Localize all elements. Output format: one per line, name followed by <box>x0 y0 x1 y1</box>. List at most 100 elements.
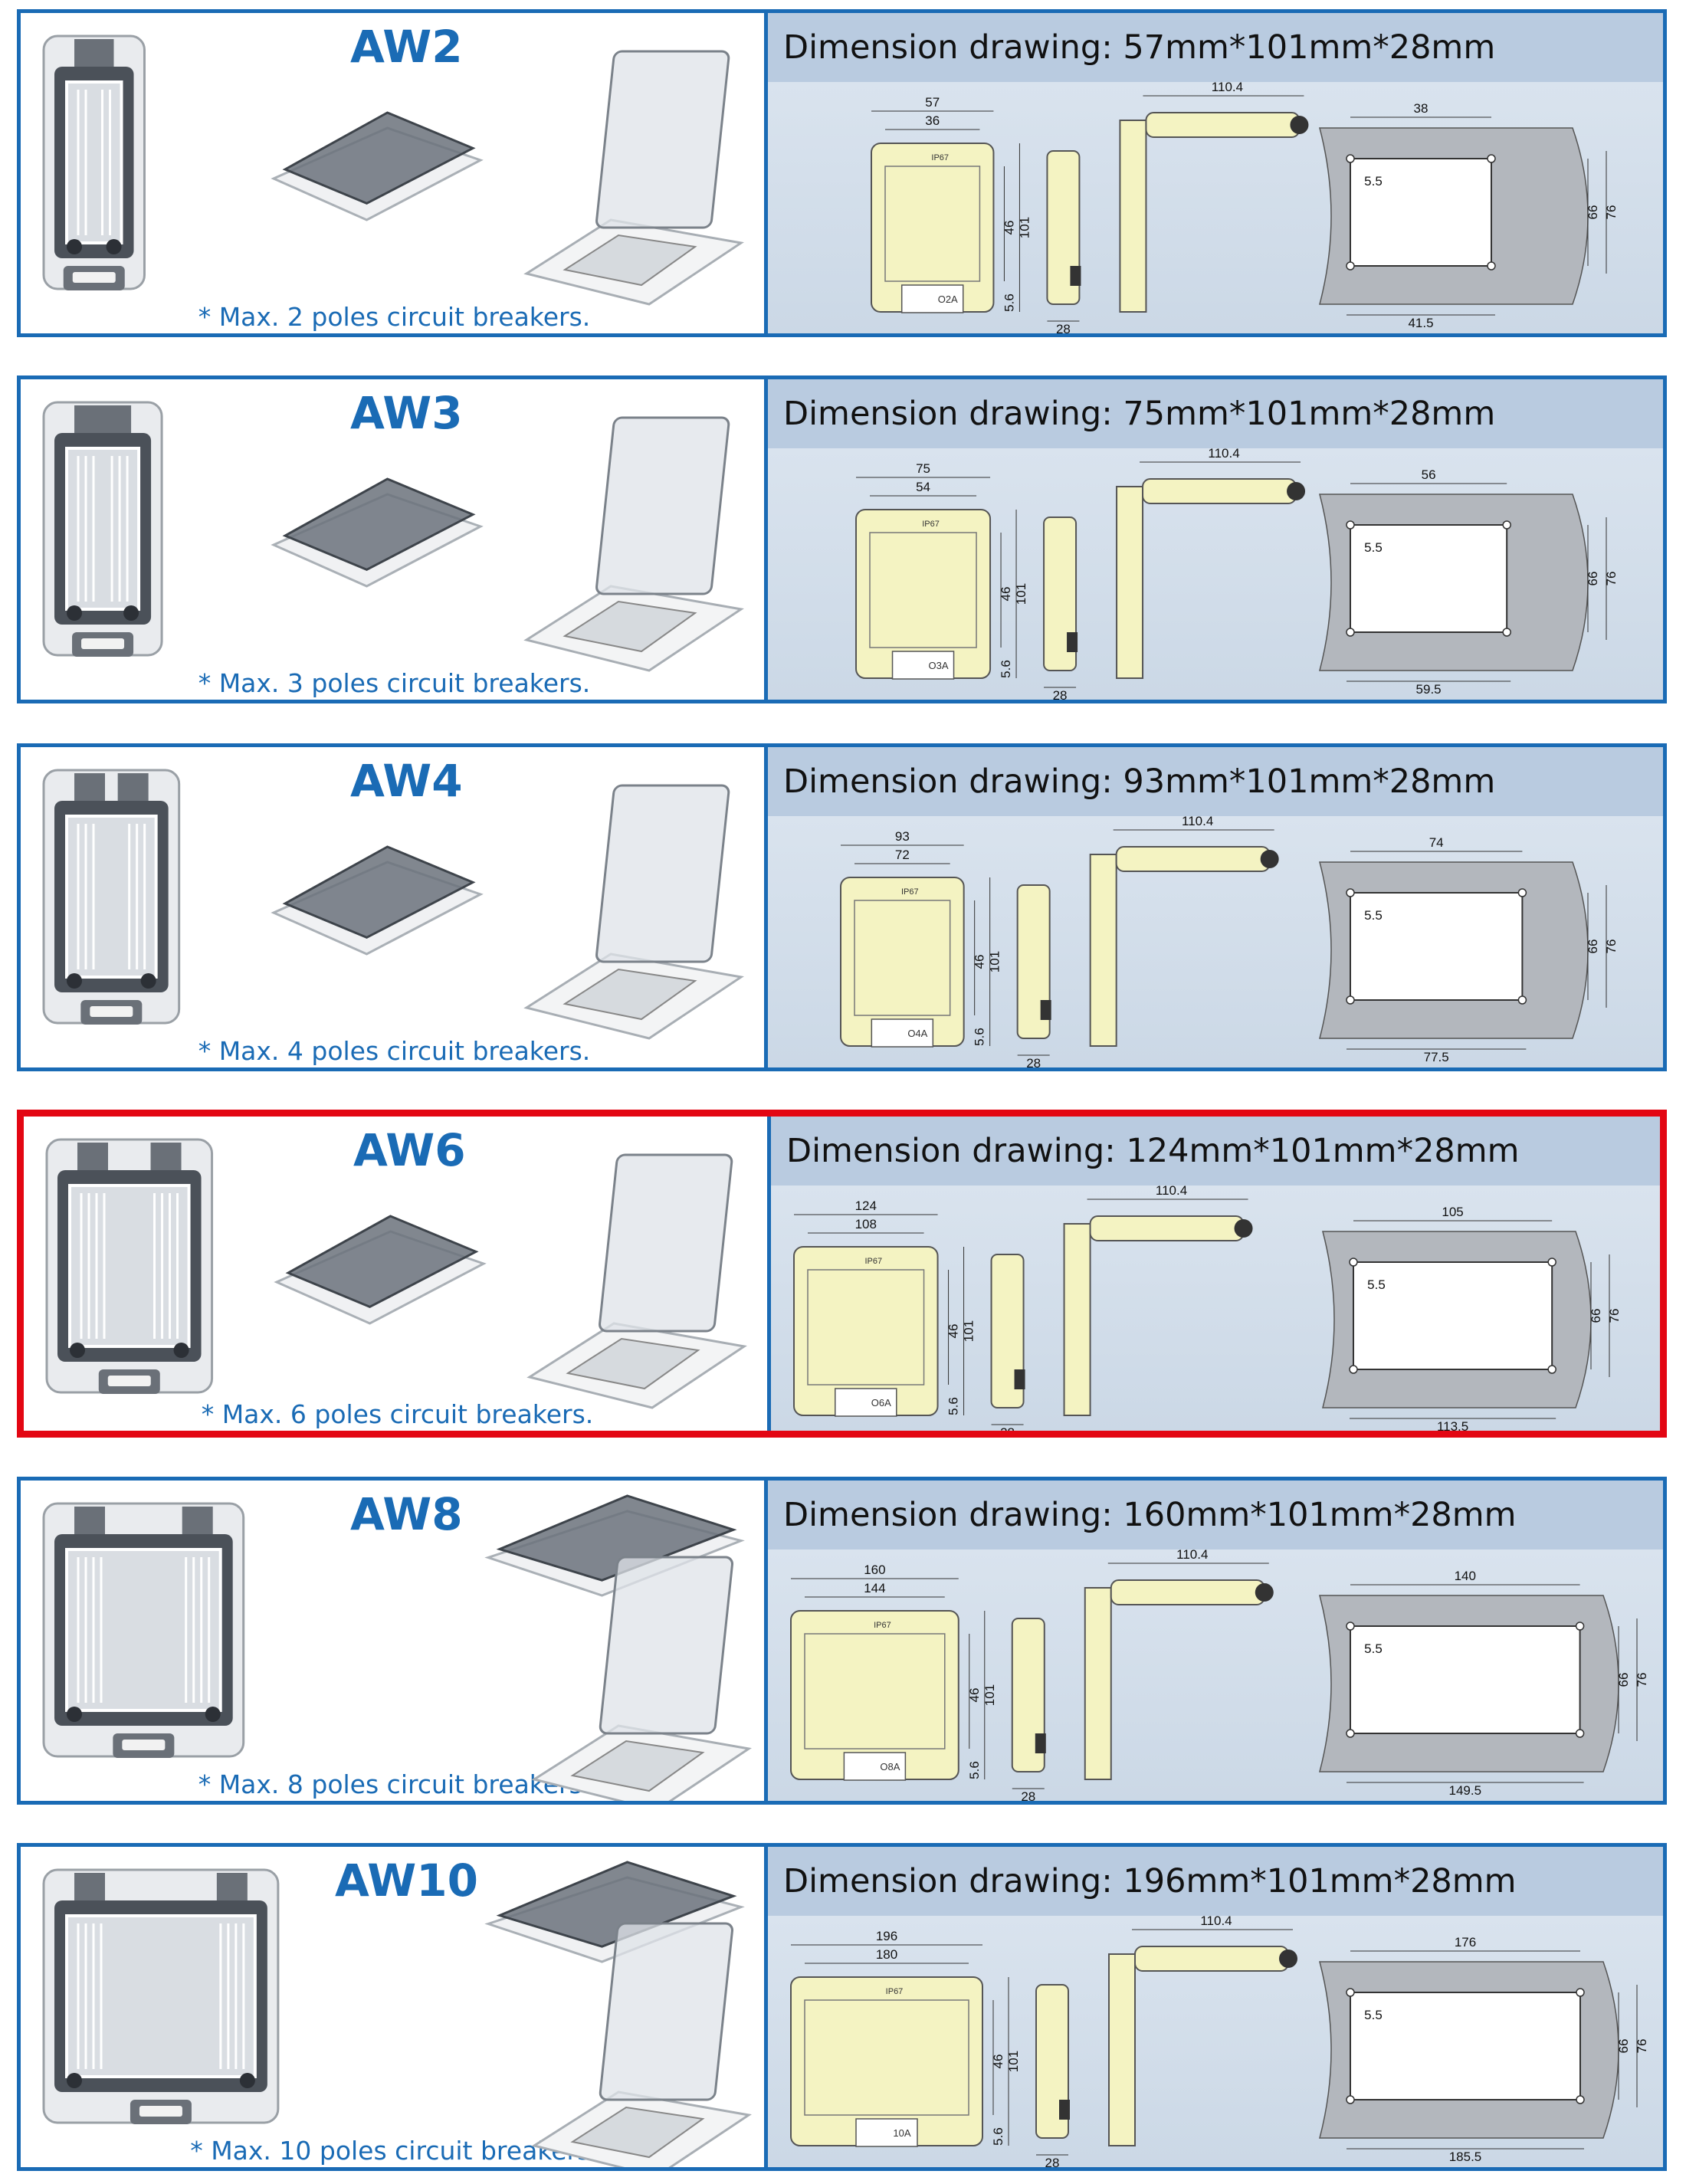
dim-width-outer: 196 <box>876 1929 897 1943</box>
open-lid-view <box>1063 1199 1253 1416</box>
ip-rating-label: IP67 <box>864 1257 882 1266</box>
dimension-header: Dimension drawing: 93mm*101mm*28mm <box>768 747 1663 816</box>
dim-hinge-length: 110.4 <box>1200 1916 1232 1928</box>
closed-enclosure-photo <box>484 1861 745 1963</box>
product-row-aw4: AW4 * Max. 4 poles circuit breakers. Dimen… <box>17 743 1667 1071</box>
dim-height-c: 5.6 <box>946 1397 961 1415</box>
closed-enclosure-photo <box>271 477 484 588</box>
open-enclosure-photo <box>526 1153 747 1409</box>
closed-enclosure-photo <box>271 111 484 221</box>
capacity-note: * Max. 10 poles circuit breakers. <box>190 2136 599 2166</box>
product-row-aw3: AW3 * Max. 3 poles circuit breakers. Dimen… <box>17 375 1667 703</box>
open-lid-view <box>1108 1929 1297 2146</box>
dim-height-c: 5.6 <box>999 660 1013 678</box>
current-rating-label: 10A <box>893 2127 910 2139</box>
front-dimension-view <box>840 844 991 1048</box>
dim-hinge-length: 110.4 <box>1182 816 1213 828</box>
dim-hole-spacing-bottom: 77.5 <box>1424 1050 1449 1064</box>
product-photo-panel: AW8* Max. 8 poles circuit breakers. <box>21 1481 768 1801</box>
front-view-photo <box>42 34 146 290</box>
dim-height-b: 101 <box>1006 2051 1021 2072</box>
model-name: AW4 <box>350 755 463 807</box>
model-name: AW3 <box>350 387 463 439</box>
dim-hole-spacing-top: 105 <box>1442 1205 1463 1219</box>
open-enclosure-photo <box>531 1922 752 2167</box>
dim-width-inner: 180 <box>876 1947 897 1962</box>
dim-width-outer: 57 <box>925 95 940 110</box>
dim-cutout-height-outer: 76 <box>1604 205 1619 220</box>
dim-height-a: 46 <box>999 587 1013 602</box>
product-photos <box>42 34 744 306</box>
product-photos <box>42 769 744 1040</box>
current-rating-label: O4A <box>907 1028 927 1039</box>
dim-hole-spacing-top: 176 <box>1455 1935 1476 1950</box>
dim-cutout-height-outer: 76 <box>1604 940 1619 954</box>
dim-height-c: 5.6 <box>1002 293 1016 312</box>
ip-rating-label: IP67 <box>886 1987 904 1996</box>
product-photos <box>42 401 744 672</box>
dim-cutout-height-inner: 66 <box>1616 1673 1631 1687</box>
capacity-note: * Max. 4 poles circuit breakers. <box>198 1036 591 1066</box>
open-enclosure-photo <box>523 50 744 306</box>
product-photos <box>42 1494 752 1801</box>
dim-hole-spacing-bottom: 59.5 <box>1416 682 1442 697</box>
product-photo-panel: AW3 * Max. 3 poles circuit breakers. <box>21 379 768 700</box>
front-dimension-view <box>790 1578 986 1781</box>
dim-height-a: 46 <box>991 2054 1005 2069</box>
front-view-photo <box>42 769 181 1025</box>
dim-width-outer: 75 <box>916 461 930 476</box>
dim-hole-spacing-top: 140 <box>1455 1569 1476 1583</box>
dim-hole-diameter: 5.5 <box>1364 1641 1383 1656</box>
dim-height-c: 5.6 <box>973 1028 987 1046</box>
dim-hole-spacing-bottom: 113.5 <box>1437 1419 1468 1431</box>
dim-width-inner: 36 <box>925 113 940 128</box>
mounting-cutout-view <box>1322 1220 1610 1419</box>
dim-hinge-length: 110.4 <box>1212 82 1243 94</box>
dim-cutout-height-outer: 76 <box>1604 572 1619 586</box>
product-row-aw10: AW10* Max. 10 poles circuit breakers.Dim… <box>17 1843 1667 2171</box>
dim-hole-spacing-top: 56 <box>1422 467 1436 482</box>
dimension-drawing-panel: Dimension drawing: 124mm*101mm*28mm 124 10… <box>771 1117 1660 1431</box>
open-lid-view <box>1084 1563 1274 1780</box>
product-photo-panel: AW6* Max. 6 poles circuit breakers. <box>24 1117 771 1431</box>
dim-hole-spacing-bottom: 149.5 <box>1449 1783 1482 1798</box>
front-dimension-view <box>871 110 1020 313</box>
dim-depth: 28 <box>1000 1425 1015 1431</box>
open-enclosure-photo <box>531 1556 752 1801</box>
dim-height-c: 5.6 <box>967 1761 982 1779</box>
ip-rating-label: IP67 <box>901 887 919 897</box>
product-row-aw6: AW6* Max. 6 poles circuit breakers.Dimen… <box>17 1110 1667 1438</box>
front-dimension-view <box>790 1944 1009 2147</box>
dim-width-inner: 72 <box>895 848 910 862</box>
dim-hole-spacing-bottom: 185.5 <box>1449 2150 1482 2164</box>
current-rating-label: O3A <box>929 660 949 671</box>
mounting-cutout-view <box>1319 1584 1638 1783</box>
dim-cutout-height-inner: 66 <box>1616 2039 1631 2054</box>
open-lid-view <box>1089 829 1279 1047</box>
model-name: AW6 <box>353 1124 466 1176</box>
product-photos <box>45 1138 747 1409</box>
mounting-cutout-view <box>1319 1950 1638 2150</box>
dimension-header: Dimension drawing: 124mm*101mm*28mm <box>771 1117 1660 1185</box>
dim-height-a: 46 <box>946 1324 961 1339</box>
dim-height-b: 101 <box>962 1320 976 1342</box>
product-row-aw2: AW2* Max. 2 poles circuit breakers.Dimen… <box>17 9 1667 337</box>
dim-hole-diameter: 5.5 <box>1364 174 1383 189</box>
dim-cutout-height-inner: 66 <box>1586 940 1600 954</box>
closed-enclosure-photo <box>484 1494 745 1597</box>
capacity-note: * Max. 3 poles circuit breakers. <box>198 668 591 698</box>
dim-width-outer: 124 <box>855 1199 877 1213</box>
dim-depth: 28 <box>1045 2156 1060 2167</box>
side-dimension-view <box>990 1254 1025 1425</box>
front-view-photo <box>42 401 163 657</box>
dim-depth: 28 <box>1021 1789 1035 1801</box>
dim-cutout-height-outer: 76 <box>1635 2039 1649 2054</box>
dim-hole-spacing-bottom: 41.5 <box>1408 316 1433 330</box>
